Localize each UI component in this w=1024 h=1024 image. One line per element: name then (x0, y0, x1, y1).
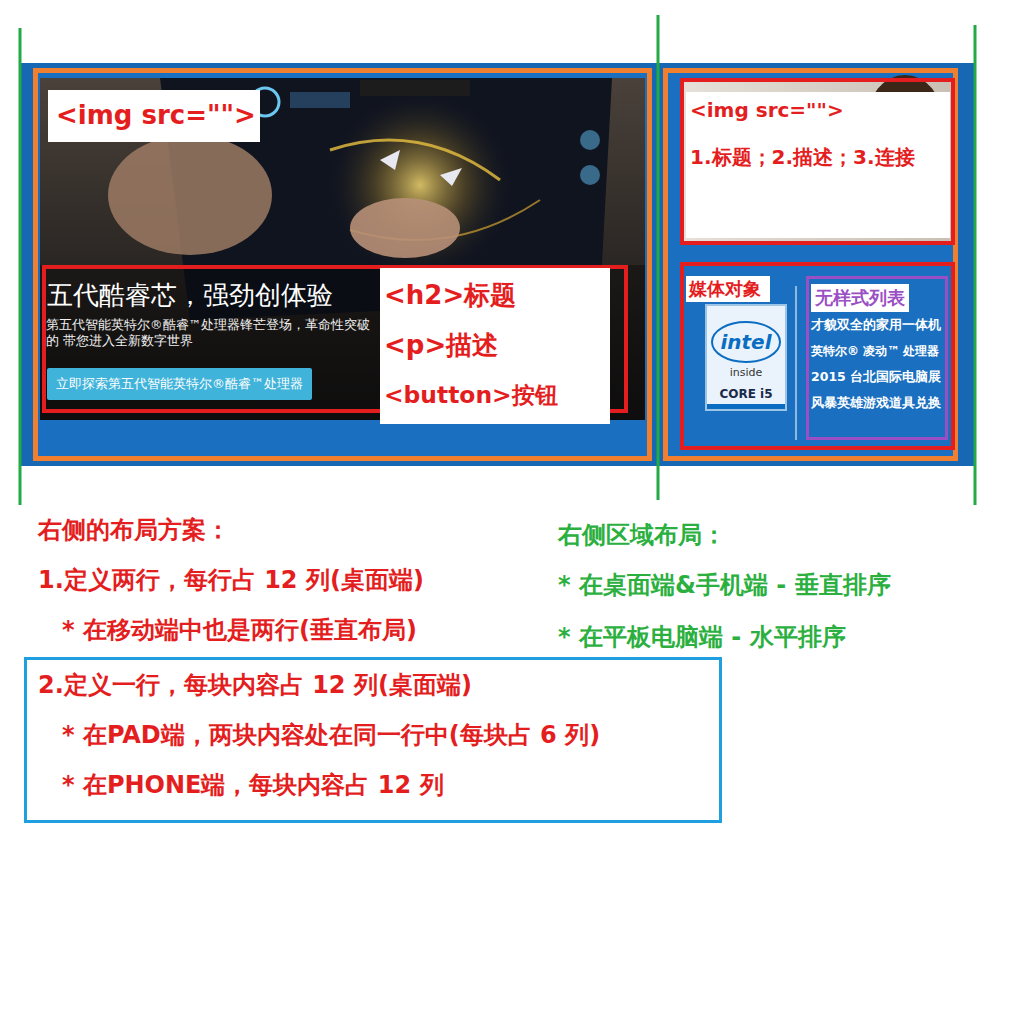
tag-label: 媒体对象 (686, 276, 770, 302)
hand (350, 198, 460, 258)
tag-text: <button>按钮 (384, 370, 606, 420)
intel-badge (706, 305, 786, 410)
tag-label: <img src=""> 1.标题；2.描述；3.连接 (686, 92, 950, 238)
list-item: 风暴英雄游戏道具兑换 (809, 390, 945, 416)
game-glow (325, 90, 515, 280)
plan-text: 1.定义两行，每行占 12 列(桌面端) (38, 565, 424, 595)
list-item: 2015 台北国际电脑展 (809, 364, 945, 390)
plan-text: 2.定义一行，每块内容占 12 列(桌面端) (38, 660, 719, 710)
plan-heading: 右侧的布局方案： (38, 515, 230, 545)
logo-text: intel (706, 330, 786, 354)
game-hud (580, 165, 600, 185)
hand (108, 135, 272, 255)
plan-text: * 在PHONE端，每块内容占 12 列 (62, 760, 719, 810)
blue-panel (20, 63, 975, 466)
tag-label: <h2>标题<p>描述<button>按钮 (380, 268, 610, 424)
tag-text: <img src=""> (56, 98, 252, 132)
red-outline (682, 80, 953, 243)
grid-line (974, 25, 977, 505)
plan-box: 2.定义一行，每块内容占 12 列(桌面端)* 在PAD端，两块内容处在同一行中… (24, 657, 722, 823)
hero-description: 第五代智能英特尔®酷睿™处理器锋芒登场，革命性突破的 带您进入全新数字世界 (46, 317, 376, 349)
button-text: 立即探索第五代智能英特尔®酷睿™处理器 (56, 374, 303, 394)
intel-stripe (707, 404, 785, 409)
grid-line (657, 15, 660, 500)
orange-column-box (666, 71, 956, 459)
plan-text: * 在PAD端，两块内容处在同一行中(每块占 6 列) (62, 710, 719, 760)
content-box: 五代酷睿芯，强劲创体验第五代智能英特尔®酷睿™处理器锋芒登场，革命性突破的 带您… (42, 265, 628, 413)
list-heading: 无样式列表 (811, 284, 909, 312)
orange-column-box (36, 71, 650, 459)
grid-line (19, 28, 22, 505)
list-box: 无样式列表才貌双全的家用一体机英特尔® 凌动™ 处理器2015 台北国际电脑展风… (806, 276, 948, 440)
tag-label: <img src=""> (48, 90, 260, 142)
side-photo (684, 82, 952, 242)
red-outline (682, 264, 953, 448)
game-hud (580, 130, 600, 150)
tag-text: <p>描述 (384, 320, 606, 370)
layout-text: * 在平板电脑端 - 水平排序 (558, 622, 846, 652)
game-ship (380, 150, 400, 170)
list-item: 英特尔® 凌动™ 处理器 (809, 338, 945, 364)
divider-line (795, 286, 797, 440)
action-button: 立即探索第五代智能英特尔®酷睿™处理器 (47, 368, 312, 400)
game-hud (290, 92, 350, 108)
game-arc (330, 140, 500, 180)
game-ship (440, 168, 462, 186)
list-item: 才貌双全的家用一体机 (809, 312, 945, 338)
tag-text: <img src=""> (690, 96, 946, 124)
logo-text: inside (706, 367, 786, 379)
tag-text: 媒体对象 (689, 277, 767, 301)
logo-text: CORE i5 (706, 386, 786, 402)
layout-heading: 右侧区域布局： (558, 520, 726, 550)
note-text: 1.标题；2.描述；3.连接 (690, 143, 946, 171)
tag-text: <h2>标题 (384, 270, 606, 320)
layout-text: * 在桌面端&手机端 - 垂直排序 (558, 570, 891, 600)
plan-text: * 在移动端中也是两行(垂直布局) (62, 615, 417, 645)
